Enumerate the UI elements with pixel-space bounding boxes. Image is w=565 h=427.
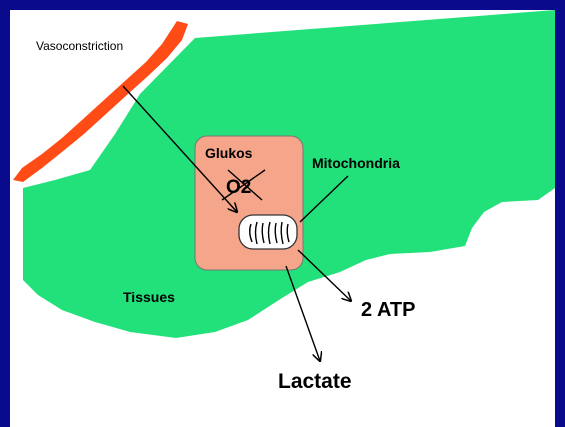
tissues-label: Tissues bbox=[123, 289, 175, 305]
atp-label: 2 ATP bbox=[361, 299, 415, 321]
diagram-canvas: Vasoconstriction Glukos O2 Mitochondria … bbox=[10, 10, 555, 427]
diagram-svg: Vasoconstriction Glukos O2 Mitochondria … bbox=[10, 10, 555, 427]
lactate-label: Lactate bbox=[278, 370, 352, 393]
vasoconstriction-label: Vasoconstriction bbox=[36, 39, 123, 53]
glucose-label: Glukos bbox=[205, 145, 253, 161]
mitochondrion-icon bbox=[239, 215, 297, 249]
mitochondria-label: Mitochondria bbox=[312, 155, 400, 171]
